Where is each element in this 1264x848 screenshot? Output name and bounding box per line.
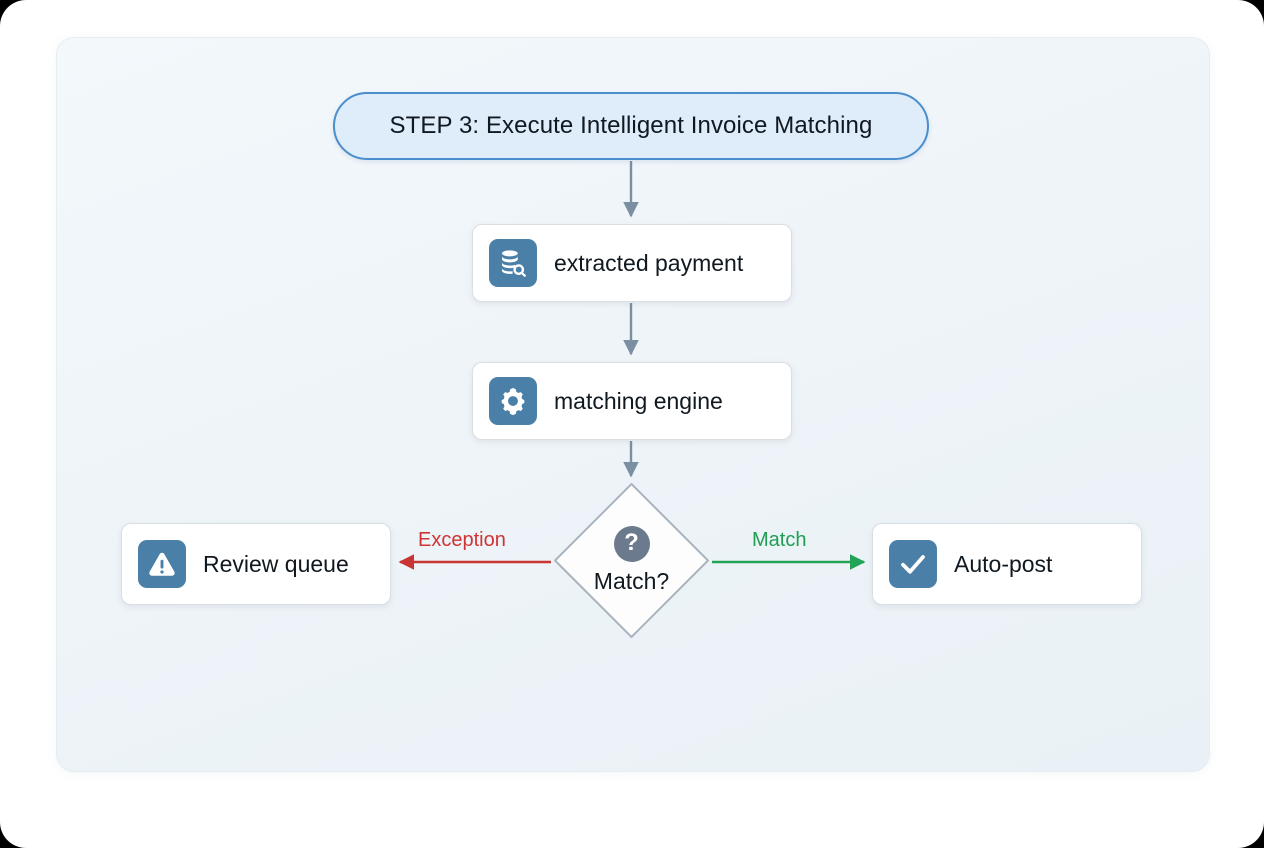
- node-matching-engine[interactable]: matching engine: [472, 362, 792, 440]
- edge-label-match: Match: [752, 529, 807, 551]
- node-match-decision-label: Match?: [593, 568, 670, 594]
- node-auto-post[interactable]: Auto-post: [872, 523, 1142, 605]
- check-icon: [889, 540, 937, 588]
- node-review-queue[interactable]: Review queue: [121, 523, 391, 605]
- question-mark-icon: ?: [613, 526, 650, 562]
- warning-triangle-icon: [138, 540, 186, 588]
- node-auto-post-label: Auto-post: [954, 550, 1053, 577]
- node-review-queue-label: Review queue: [203, 550, 349, 577]
- gear-icon: [489, 377, 537, 425]
- edge-label-exception: Exception: [418, 529, 506, 551]
- node-step-3[interactable]: STEP 3: Execute Intelligent Invoice Matc…: [333, 92, 929, 160]
- database-search-icon: [489, 239, 537, 287]
- node-extracted-payment-label: extracted payment: [554, 249, 744, 276]
- node-matching-engine-label: matching engine: [554, 387, 723, 414]
- node-extracted-payment[interactable]: extracted payment: [472, 224, 792, 302]
- node-match-decision[interactable]: ? Match?: [553, 482, 710, 639]
- diamond-content: ? Match?: [553, 482, 710, 639]
- node-step-3-label: STEP 3: Execute Intelligent Invoice Matc…: [389, 112, 873, 139]
